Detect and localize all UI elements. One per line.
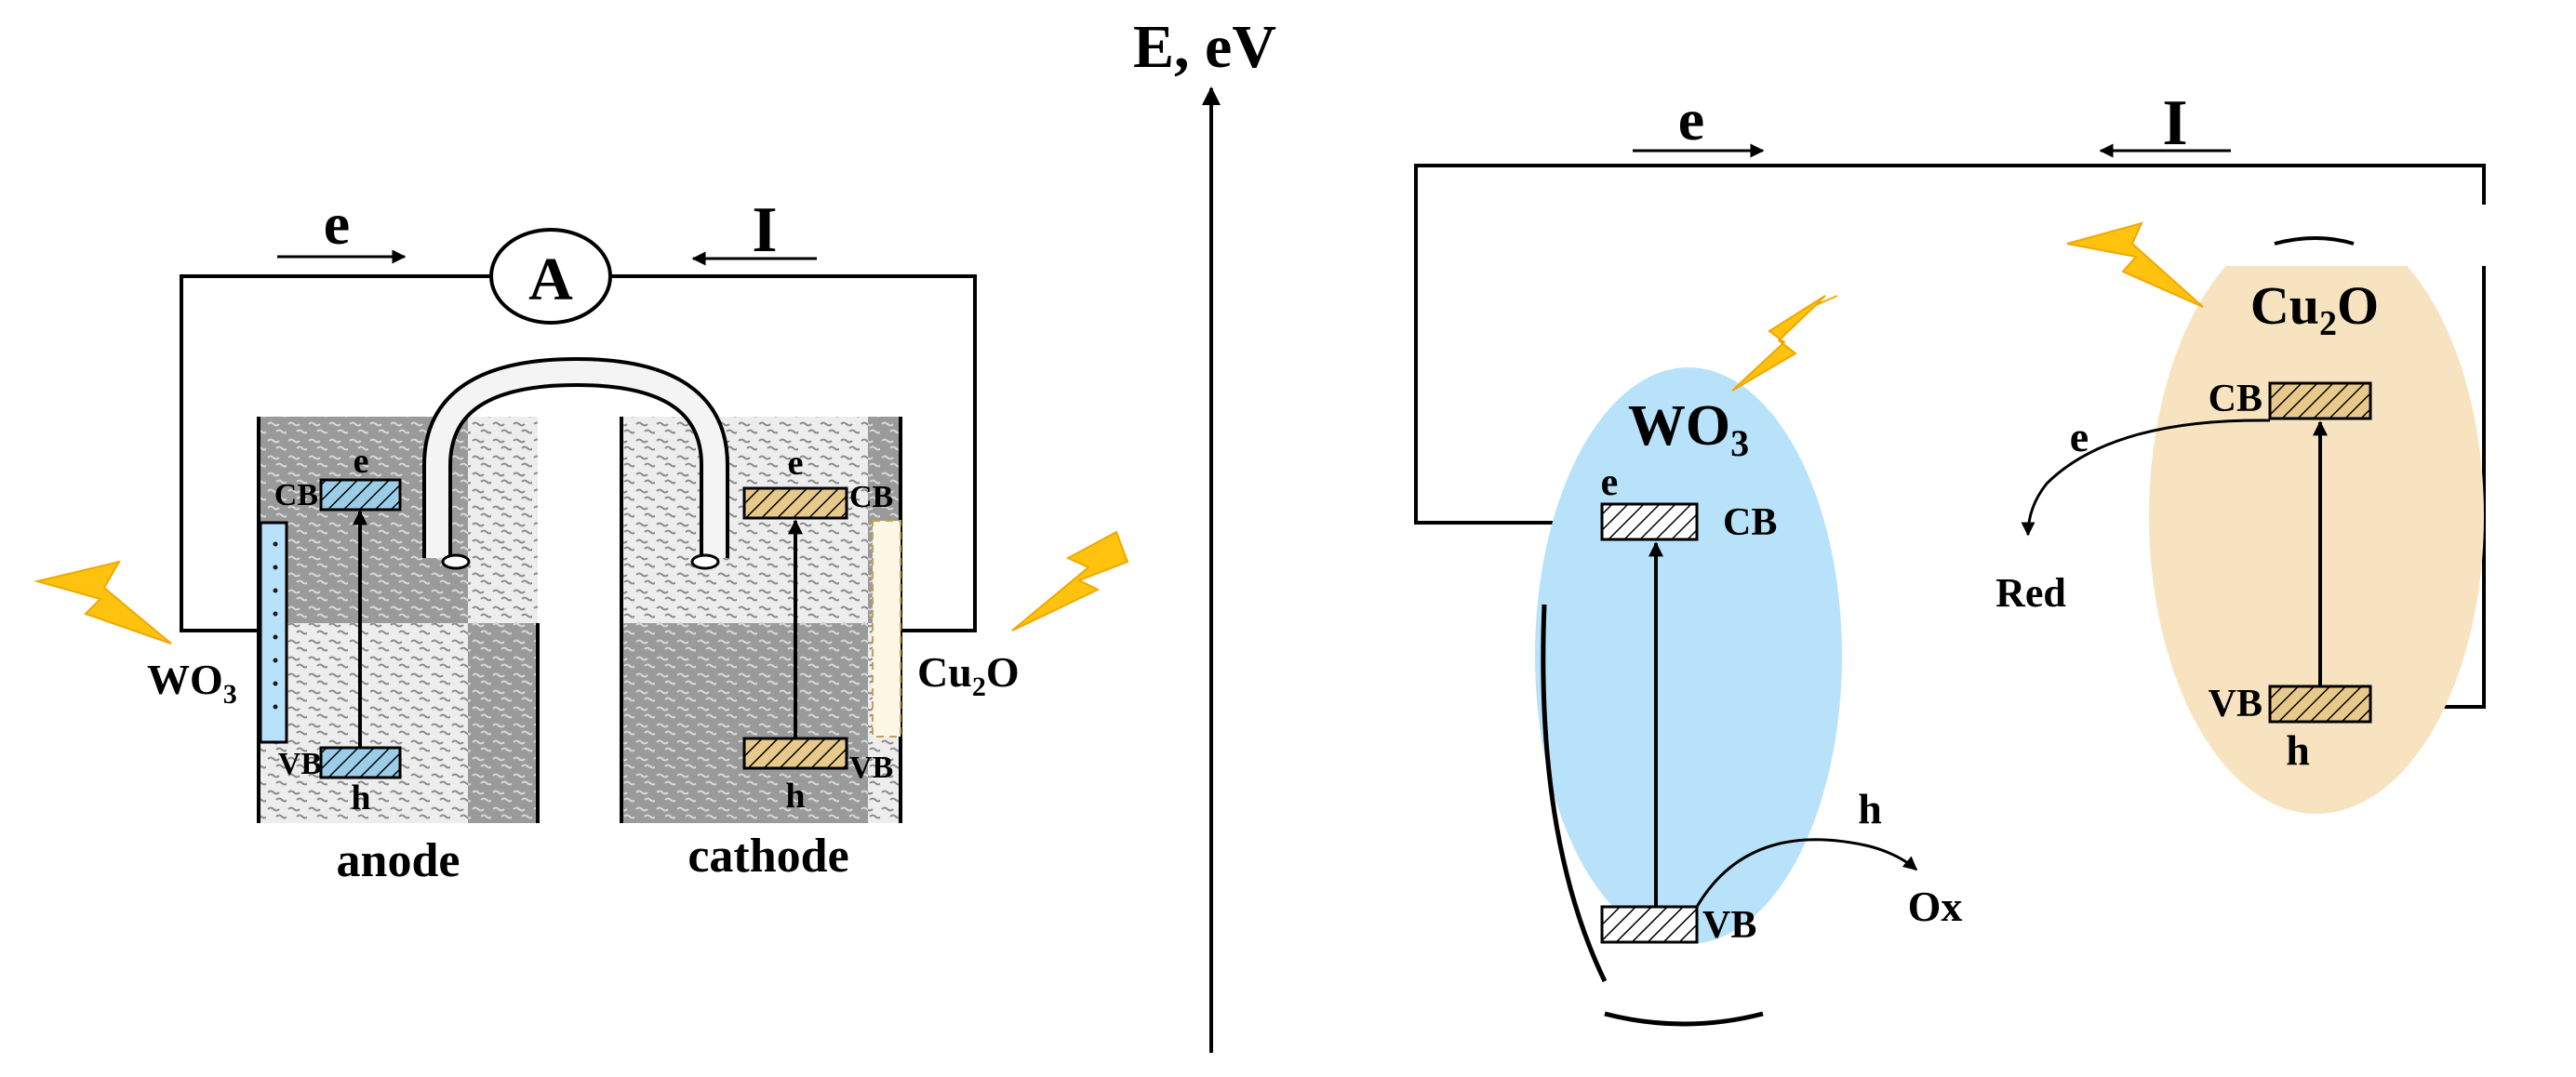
cu2o-electron-label: e [2070, 413, 2089, 460]
anode-hole-label: h [351, 778, 370, 818]
right-band-diagram: e I WO3 e CB VB h Ox Cu2O CB VB h e [1414, 86, 2493, 1027]
anode-electron-label: e [354, 442, 369, 481]
cathode-hole-label: h [785, 777, 805, 816]
cu2o-hole-label: h [2286, 726, 2310, 774]
ammeter [489, 228, 612, 325]
ammeter-label: A [528, 246, 573, 313]
wo3-cb-label: CB [1723, 501, 1777, 544]
energy-axis-label: E, eV [1133, 13, 1276, 81]
wo3-label: WO3 [1628, 394, 1749, 464]
cathode-cb-label: CB [849, 480, 893, 514]
current-flow-label: I [752, 194, 777, 266]
cathode-caption: cathode [687, 830, 848, 883]
cathode-vb-bar [742, 737, 848, 770]
cu2o-cb-label: CB [2209, 378, 2262, 420]
cu2o-electron-transfer-arrow [2021, 419, 2271, 537]
wo3-vb-bar [1600, 905, 1699, 944]
cu2o-electrode [872, 520, 901, 738]
external-circuit-wire [1414, 164, 2486, 709]
electron-flow-label: e [324, 191, 350, 257]
wo3-hole-transfer-arrow [1695, 838, 1918, 908]
cu2o-vb-bar [2268, 685, 2372, 724]
external-circuit-wire-right [608, 274, 977, 632]
wo3-cb-bar [1600, 502, 1699, 541]
cu2o-vb-label: VB [2209, 683, 2262, 725]
cathode-vb-label: VB [849, 751, 893, 785]
anode-cb-label: CB [274, 478, 318, 512]
cathode-cb-bar [742, 486, 848, 520]
anode-vb-bar [319, 746, 402, 779]
cu2o-particle [2149, 219, 2484, 814]
anode-cb-bar [319, 478, 402, 512]
cu2o-label: Cu2O [2250, 275, 2379, 343]
current-flow-label: I [2162, 87, 2187, 159]
anode-material-label: WO3 [147, 656, 237, 710]
cathode-compartment [620, 417, 902, 823]
wo3-vb-label: VB [1702, 904, 1756, 947]
wo3-electron-label: e [1601, 461, 1619, 504]
lightning-icon [33, 560, 172, 645]
left-cell: A e I [33, 191, 1129, 887]
wo3-electrode [259, 521, 288, 744]
cathode-electron-label: e [788, 444, 804, 483]
external-circuit-wire [180, 274, 493, 632]
reduction-product-label: Red [1995, 570, 2066, 616]
lightning-icon [2066, 221, 2204, 308]
oxidation-product-label: Ox [1908, 883, 1963, 930]
energy-axis: E, eV [1133, 13, 1276, 1053]
lightning-icon [1011, 530, 1129, 632]
anode-caption: anode [337, 834, 460, 887]
anode-vb-label: VB [278, 747, 322, 781]
wo3-hole-label: h [1858, 785, 1882, 832]
cathode-material-label: Cu2O [917, 648, 1020, 702]
lightning-icon [1731, 295, 1838, 392]
electron-flow-label: e [1678, 86, 1704, 153]
cu2o-cb-bar [2268, 381, 2372, 420]
